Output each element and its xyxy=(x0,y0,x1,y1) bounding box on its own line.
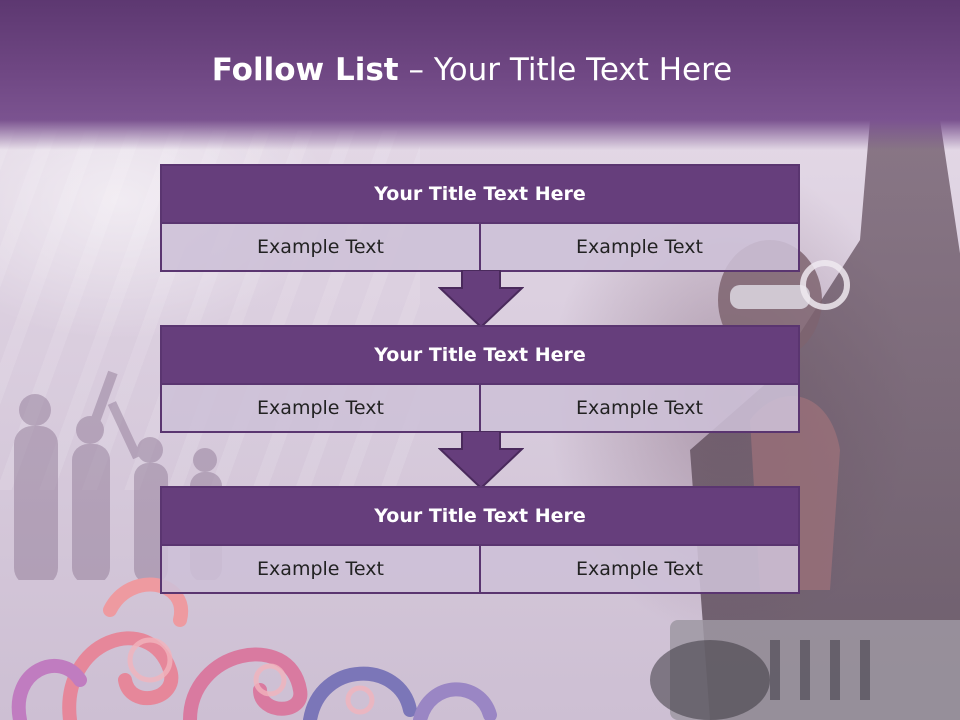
list-block-2: Your Title Text Here Example Text Exampl… xyxy=(160,325,800,433)
block-cell-left: Example Text xyxy=(257,558,384,580)
block-title: Your Title Text Here xyxy=(162,327,798,385)
block-row: Example Text Example Text xyxy=(162,224,798,270)
block-title: Your Title Text Here xyxy=(162,166,798,224)
slide-title-bold: Follow List xyxy=(211,52,399,88)
decorative-swirls xyxy=(11,577,497,720)
down-arrow-icon xyxy=(438,431,524,489)
list-block-1: Your Title Text Here Example Text Exampl… xyxy=(160,164,800,272)
block-cell-left: Example Text xyxy=(257,397,384,419)
block-row: Example Text Example Text xyxy=(162,385,798,431)
block-row: Example Text Example Text xyxy=(162,546,798,592)
down-arrow-icon xyxy=(438,270,524,328)
block-cell-right: Example Text xyxy=(479,224,798,270)
list-block-3: Your Title Text Here Example Text Exampl… xyxy=(160,486,800,594)
block-title: Your Title Text Here xyxy=(162,488,798,546)
title-bar: Follow List – Your Title Text Here xyxy=(0,0,960,150)
block-cell-right: Example Text xyxy=(479,546,798,592)
slide-title-rest: – Your Title Text Here xyxy=(398,52,733,88)
slide-title: Follow List – Your Title Text Here xyxy=(0,52,944,88)
block-cell-left: Example Text xyxy=(257,236,384,258)
block-cell-right: Example Text xyxy=(479,385,798,431)
